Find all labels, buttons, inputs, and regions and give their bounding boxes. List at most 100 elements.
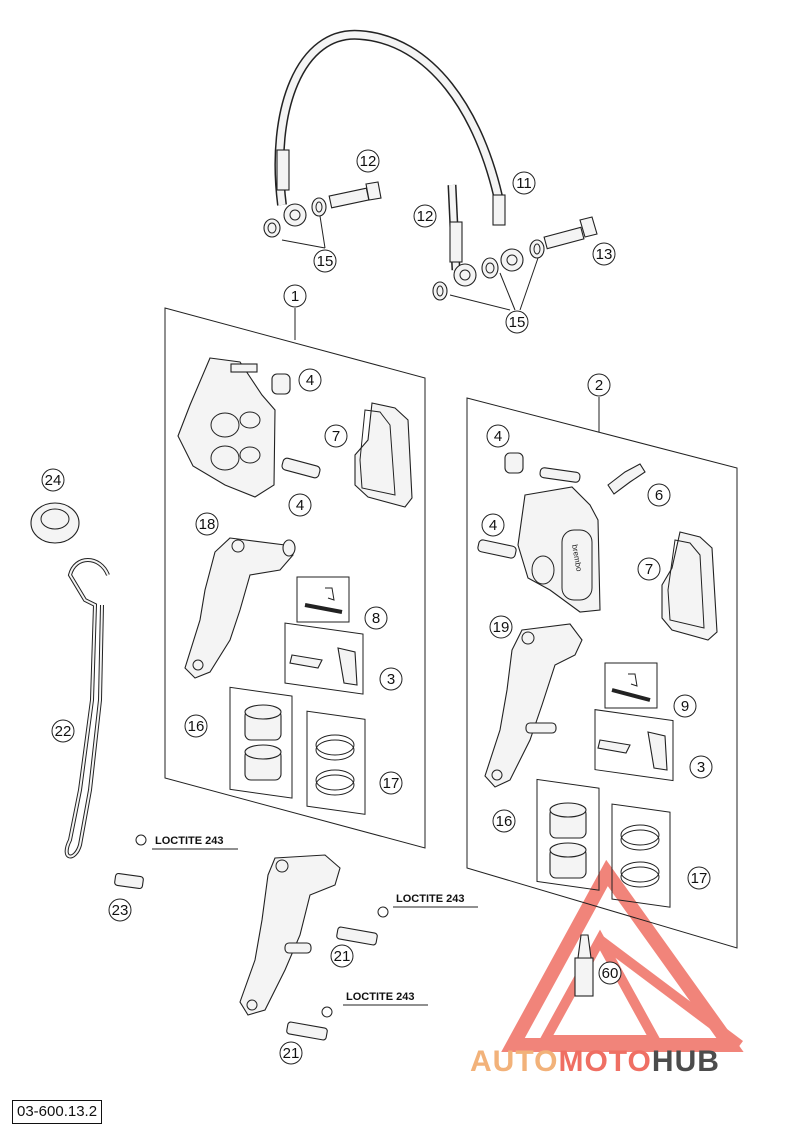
svg-text:9: 9 [681, 698, 689, 715]
seals-17-left [315, 734, 355, 796]
watermark-logo-shape [501, 859, 744, 1052]
callout-4-a: 4 [298, 368, 322, 392]
callout-4-b: 4 [288, 493, 312, 517]
callout-4-d: 4 [481, 513, 505, 537]
svg-text:6: 6 [655, 487, 663, 504]
svg-text:13: 13 [596, 246, 613, 263]
kit-box-9 [604, 662, 658, 709]
callout-19: 19 [489, 615, 513, 639]
svg-text:3: 3 [387, 671, 395, 688]
svg-text:8: 8 [372, 610, 380, 627]
banjo-right-cluster [432, 239, 545, 301]
caliper-1-pin-upper [271, 373, 291, 395]
svg-text:12: 12 [360, 153, 377, 170]
svg-text:16: 16 [188, 718, 205, 735]
kit-box-3-left [284, 622, 364, 695]
svg-text:21: 21 [283, 1045, 300, 1062]
callout-7-right: 7 [637, 557, 661, 581]
callout-16-right: 16 [492, 809, 516, 833]
brake-hose-12 [447, 184, 463, 271]
svg-text:LOCTITE 243: LOCTITE 243 [155, 835, 223, 847]
banjo-bolt-14 [328, 181, 382, 209]
callout-3-left: 3 [379, 667, 403, 691]
caliper-1-body [177, 357, 276, 498]
callout-23: 23 [108, 898, 132, 922]
loctite-label-3: LOCTITE 243 [343, 991, 428, 1006]
svg-text:24: 24 [45, 472, 62, 489]
callout-7-left: 7 [324, 424, 348, 448]
svg-text:4: 4 [494, 428, 502, 445]
svg-text:17: 17 [691, 870, 708, 887]
brake-pads-7-left [354, 402, 413, 508]
callout-21-upper: 21 [330, 944, 354, 968]
caliper-2-pin-lower [477, 539, 517, 559]
bolt-23 [114, 834, 147, 890]
kit-box-17-right [611, 803, 671, 908]
callout-17-left: 17 [379, 771, 403, 795]
kit-3-left-parts [289, 647, 358, 686]
pistons-16-left [244, 704, 282, 781]
svg-text:4: 4 [306, 372, 314, 389]
panel-caliper-1 [164, 307, 426, 849]
kit-box-8 [296, 576, 350, 623]
kit-box-16-right [536, 778, 600, 891]
loctite-label-1: LOCTITE 243 [152, 835, 238, 850]
callout-15-lower: 15 [505, 310, 529, 334]
caliper-2-pin-upper [504, 452, 524, 474]
callout-9: 9 [673, 694, 697, 718]
callout-2: 2 [587, 373, 611, 397]
banjo-upper-left [263, 197, 327, 238]
kit-3-right-parts [597, 731, 668, 771]
svg-text:LOCTITE 243: LOCTITE 243 [396, 893, 464, 905]
leader-lines [281, 215, 600, 432]
svg-text:11: 11 [516, 175, 532, 192]
callout-4-c: 4 [486, 424, 510, 448]
callout-3-right: 3 [689, 755, 713, 779]
svg-text:16: 16 [496, 813, 513, 830]
callout-6: 6 [647, 483, 671, 507]
svg-text:17: 17 [383, 775, 400, 792]
kit-box-3-right [594, 709, 674, 782]
caliper-1-pin-lower [281, 457, 321, 479]
brake-pads-7-right [661, 531, 718, 641]
grommet-24 [30, 502, 80, 544]
svg-text:21: 21 [334, 948, 351, 965]
svg-text:15: 15 [317, 253, 334, 270]
svg-text:23: 23 [112, 902, 129, 919]
document-number: 03-600.13.2 [12, 1100, 103, 1124]
kit-box-17-left [306, 710, 366, 815]
svg-text:18: 18 [199, 516, 216, 533]
svg-text:15: 15 [509, 314, 526, 331]
callouts: 12 11 12 13 15 15 1 2 4 7 4 4 6 4 7 24 1… [41, 149, 713, 1065]
callout-8: 8 [364, 606, 388, 630]
svg-text:4: 4 [489, 517, 497, 534]
loctite-tube-60 [574, 934, 594, 997]
callout-18: 18 [195, 512, 219, 536]
callout-24: 24 [41, 468, 65, 492]
svg-text:12: 12 [417, 208, 434, 225]
svg-text:2: 2 [595, 377, 603, 394]
svg-text:1: 1 [291, 288, 299, 305]
brake-hose-11 [274, 29, 506, 226]
svg-text:7: 7 [645, 561, 653, 578]
callout-22: 22 [51, 719, 75, 743]
kit-9-pin [611, 673, 651, 702]
svg-text:LOCTITE 243: LOCTITE 243 [346, 991, 414, 1003]
svg-text:22: 22 [55, 723, 72, 740]
svg-text:7: 7 [332, 428, 340, 445]
pistons-16-right [549, 802, 587, 879]
bolt-21-lower [286, 1006, 333, 1041]
callout-21-lower: 21 [279, 1041, 303, 1065]
bracket-lower [239, 854, 341, 1016]
svg-text:4: 4 [296, 497, 304, 514]
callout-14: 12 [356, 149, 380, 173]
callout-16-left: 16 [184, 714, 208, 738]
loctite-label-2: LOCTITE 243 [393, 893, 478, 908]
svg-text:19: 19 [493, 619, 510, 636]
bleeder-valve-6 [607, 463, 646, 495]
seals-17-right [620, 824, 660, 888]
bracket-19 [484, 623, 583, 788]
callout-1: 1 [283, 284, 307, 308]
callout-12: 12 [413, 204, 437, 228]
